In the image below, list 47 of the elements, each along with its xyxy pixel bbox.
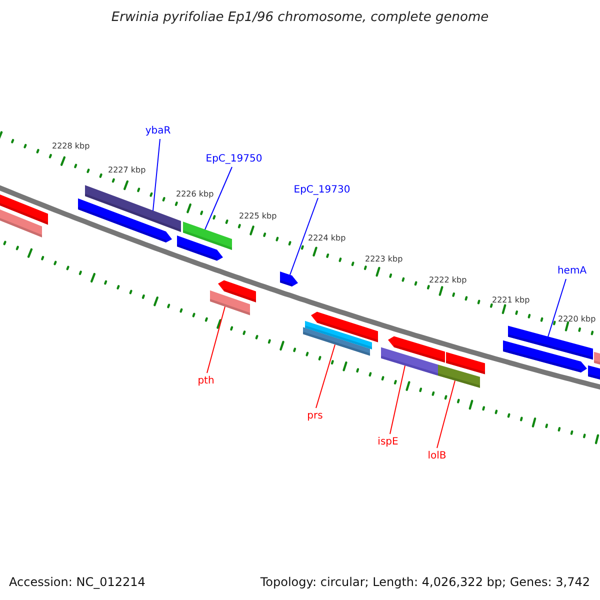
gene-label: EpC_19750 bbox=[206, 154, 262, 164]
gene-label: prs bbox=[307, 410, 323, 422]
leader-line bbox=[390, 365, 406, 434]
leader-line bbox=[436, 380, 456, 448]
gene-label: pth bbox=[198, 376, 214, 386]
gene-feature bbox=[381, 347, 438, 376]
accession-text: Accession: NC_012214 bbox=[9, 575, 146, 589]
scale-label: 2221 kbp bbox=[492, 296, 530, 304]
scale-label: 2223 kbp bbox=[365, 254, 403, 264]
scale-label: 2224 kbp bbox=[308, 234, 346, 242]
gene-feature bbox=[78, 198, 172, 242]
gene-feature bbox=[0, 210, 42, 238]
leader-line bbox=[152, 138, 160, 212]
gene-feature bbox=[280, 272, 298, 286]
gene-feature bbox=[446, 352, 485, 374]
gene-feature bbox=[303, 327, 370, 356]
gene-feature bbox=[588, 365, 600, 380]
scale-label: 2227 kbp bbox=[108, 166, 146, 174]
gene-feature bbox=[438, 364, 480, 388]
gene-label: lolB bbox=[428, 450, 446, 462]
title: Erwinia pyrifoliae Ep1/96 chromosome, complete genome bbox=[110, 10, 490, 25]
gene-feature bbox=[218, 280, 256, 302]
scale-label: 2222 kbp bbox=[429, 276, 467, 284]
gene-feature bbox=[0, 194, 48, 225]
gene-feature bbox=[388, 336, 445, 363]
gene-feature bbox=[177, 236, 223, 261]
scale-label: 2225 kbp bbox=[239, 212, 277, 220]
genome-info: Topology: circular; Length: 4,026,322 bp; Genes: 3,742 bbox=[260, 575, 590, 589]
leader-line bbox=[290, 198, 318, 276]
gene-feature bbox=[594, 352, 600, 364]
gene-feature bbox=[508, 326, 593, 360]
scale-label: 2220 kbp bbox=[558, 314, 596, 324]
gene-label: hemA bbox=[557, 266, 587, 276]
gene-label: ybaR bbox=[145, 126, 171, 136]
gene-label: EpC_19730 bbox=[294, 184, 350, 196]
gene-label: ispE bbox=[378, 436, 398, 448]
gene-feature bbox=[503, 340, 587, 373]
scale-label: 2228 kbp bbox=[52, 142, 90, 150]
gene-feature bbox=[183, 222, 232, 250]
leader-line bbox=[316, 344, 336, 408]
scale-label: 2226 kbp bbox=[176, 190, 214, 198]
leader-line bbox=[548, 278, 566, 338]
gene-feature bbox=[311, 312, 378, 342]
gene-feature bbox=[210, 290, 250, 316]
gene-feature bbox=[305, 320, 372, 350]
leader-line bbox=[204, 166, 232, 230]
leader-line bbox=[206, 306, 226, 374]
